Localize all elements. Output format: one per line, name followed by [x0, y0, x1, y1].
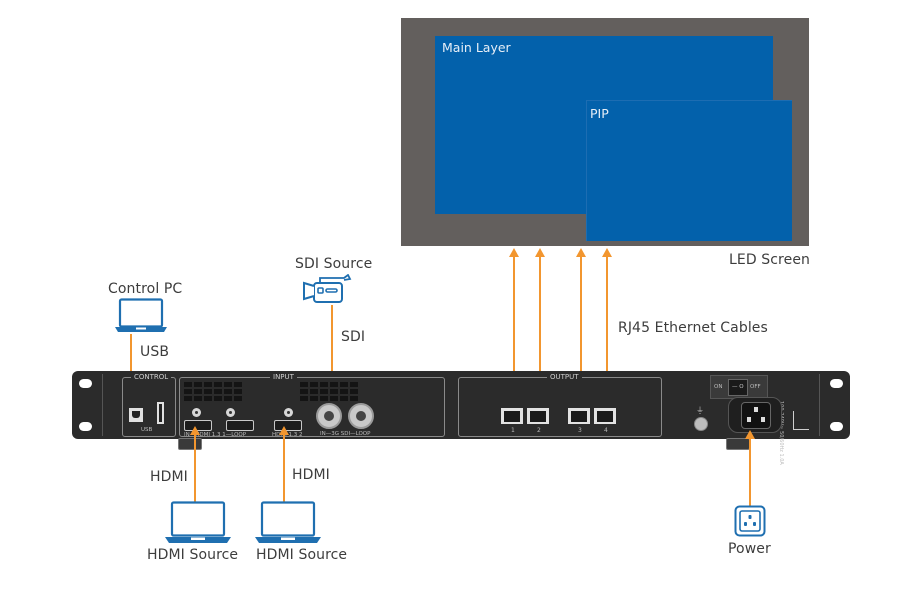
- arrow-up-icon: [602, 248, 612, 257]
- pip-layer: PIP: [586, 100, 792, 241]
- output-panel-title: OUTPUT: [547, 373, 582, 381]
- ethernet-cable-3: [580, 254, 582, 414]
- arrow-up-icon: [745, 430, 755, 439]
- power-outlet-icon: [734, 505, 766, 537]
- laptop-icon: [115, 298, 167, 332]
- switch-on-label: ON: [714, 384, 723, 390]
- sdi-in-port[interactable]: [316, 403, 342, 429]
- screw-jack: [226, 408, 235, 417]
- arrow-up-icon: [535, 248, 545, 257]
- port-number: 4: [604, 427, 608, 434]
- laptop-icon: [165, 501, 231, 543]
- switch-off-label: OFF: [750, 384, 761, 390]
- output-panel: OUTPUT 1 2 3 4: [458, 373, 662, 437]
- usb-a-port[interactable]: [157, 402, 164, 424]
- ethernet-cable-1: [513, 254, 515, 414]
- power-cable: [749, 436, 751, 506]
- hdmi-2-label: HDMI 1.3 2: [272, 432, 303, 438]
- power-switch[interactable]: — O: [728, 379, 748, 396]
- sdi-source-label: SDI Source: [295, 256, 373, 272]
- usb-b-port[interactable]: [129, 408, 143, 422]
- rj45-port-2[interactable]: [527, 408, 549, 424]
- sdi-label: IN—3G SDI—LOOP: [320, 431, 371, 437]
- hdmi-source-1-label: HDMI Source: [147, 547, 239, 563]
- rack-mount-hole: [830, 422, 843, 431]
- arrow-up-icon: [279, 426, 289, 435]
- ac-power-inlet[interactable]: [728, 397, 782, 433]
- rj45-port-3[interactable]: [568, 408, 590, 424]
- control-panel-title: CONTROL: [131, 373, 172, 381]
- hdmi-cable-2: [283, 432, 285, 502]
- usb-port-label: USB: [141, 427, 153, 433]
- arrow-up-icon: [576, 248, 586, 257]
- port-number: 2: [537, 427, 541, 434]
- input-panel-title: INPUT: [270, 373, 297, 381]
- ethernet-cable-4: [606, 254, 608, 414]
- ground-terminal: [694, 417, 708, 431]
- control-panel: CONTROL USB: [122, 373, 176, 437]
- sdi-cable: [331, 305, 333, 397]
- rj45-port-4[interactable]: [594, 408, 616, 424]
- video-processor-device: CONTROL USB INPUT IN—HDMI 1.3 1—LOOP HDM…: [72, 371, 850, 465]
- power-switch-housing: ON — O OFF: [710, 375, 768, 399]
- arrow-up-icon: [509, 248, 519, 257]
- device-foot: [178, 438, 202, 450]
- hdmi-cable-2-label: HDMI: [292, 467, 330, 483]
- ethernet-label: RJ45 Ethernet Cables: [618, 320, 768, 336]
- arrow-up-icon: [190, 426, 200, 435]
- hdmi-source-2-label: HDMI Source: [256, 547, 348, 563]
- rack-mount-hole: [830, 379, 843, 388]
- vent-grille: [300, 382, 358, 401]
- rack-mount-hole: [79, 422, 92, 431]
- main-layer-label: Main Layer: [442, 40, 511, 55]
- usb-cable: [130, 334, 132, 404]
- screw-jack: [192, 408, 201, 417]
- vent-grille: [184, 382, 242, 401]
- laptop-icon: [255, 501, 321, 543]
- hdmi-cable-1: [194, 432, 196, 502]
- rack-mount-hole: [79, 379, 92, 388]
- port-number: 1: [511, 427, 515, 434]
- sdi-loop-port[interactable]: [348, 403, 374, 429]
- hdmi-1-label: IN—HDMI 1.3 1—LOOP: [184, 432, 247, 438]
- ethernet-cable-2: [539, 254, 541, 414]
- power-label: Power: [728, 541, 771, 557]
- screw-jack: [284, 408, 293, 417]
- port-number: 3: [578, 427, 582, 434]
- device-foot: [726, 438, 750, 450]
- rj45-port-1[interactable]: [501, 408, 523, 424]
- pip-label: PIP: [590, 106, 609, 121]
- led-screen-label: LED Screen: [729, 252, 811, 268]
- hdmi-1-loop-port[interactable]: [226, 420, 254, 431]
- ground-icon: ⏚: [696, 406, 704, 415]
- usb-cable-label: USB: [140, 344, 170, 360]
- hdmi-cable-1-label: HDMI: [150, 469, 188, 485]
- input-panel: INPUT IN—HDMI 1.3 1—LOOP HDMI 1.3 2 IN—3…: [179, 373, 445, 438]
- control-pc-label: Control PC: [108, 281, 183, 297]
- video-camera-icon: [303, 274, 352, 303]
- sdi-cable-label: SDI: [341, 329, 366, 345]
